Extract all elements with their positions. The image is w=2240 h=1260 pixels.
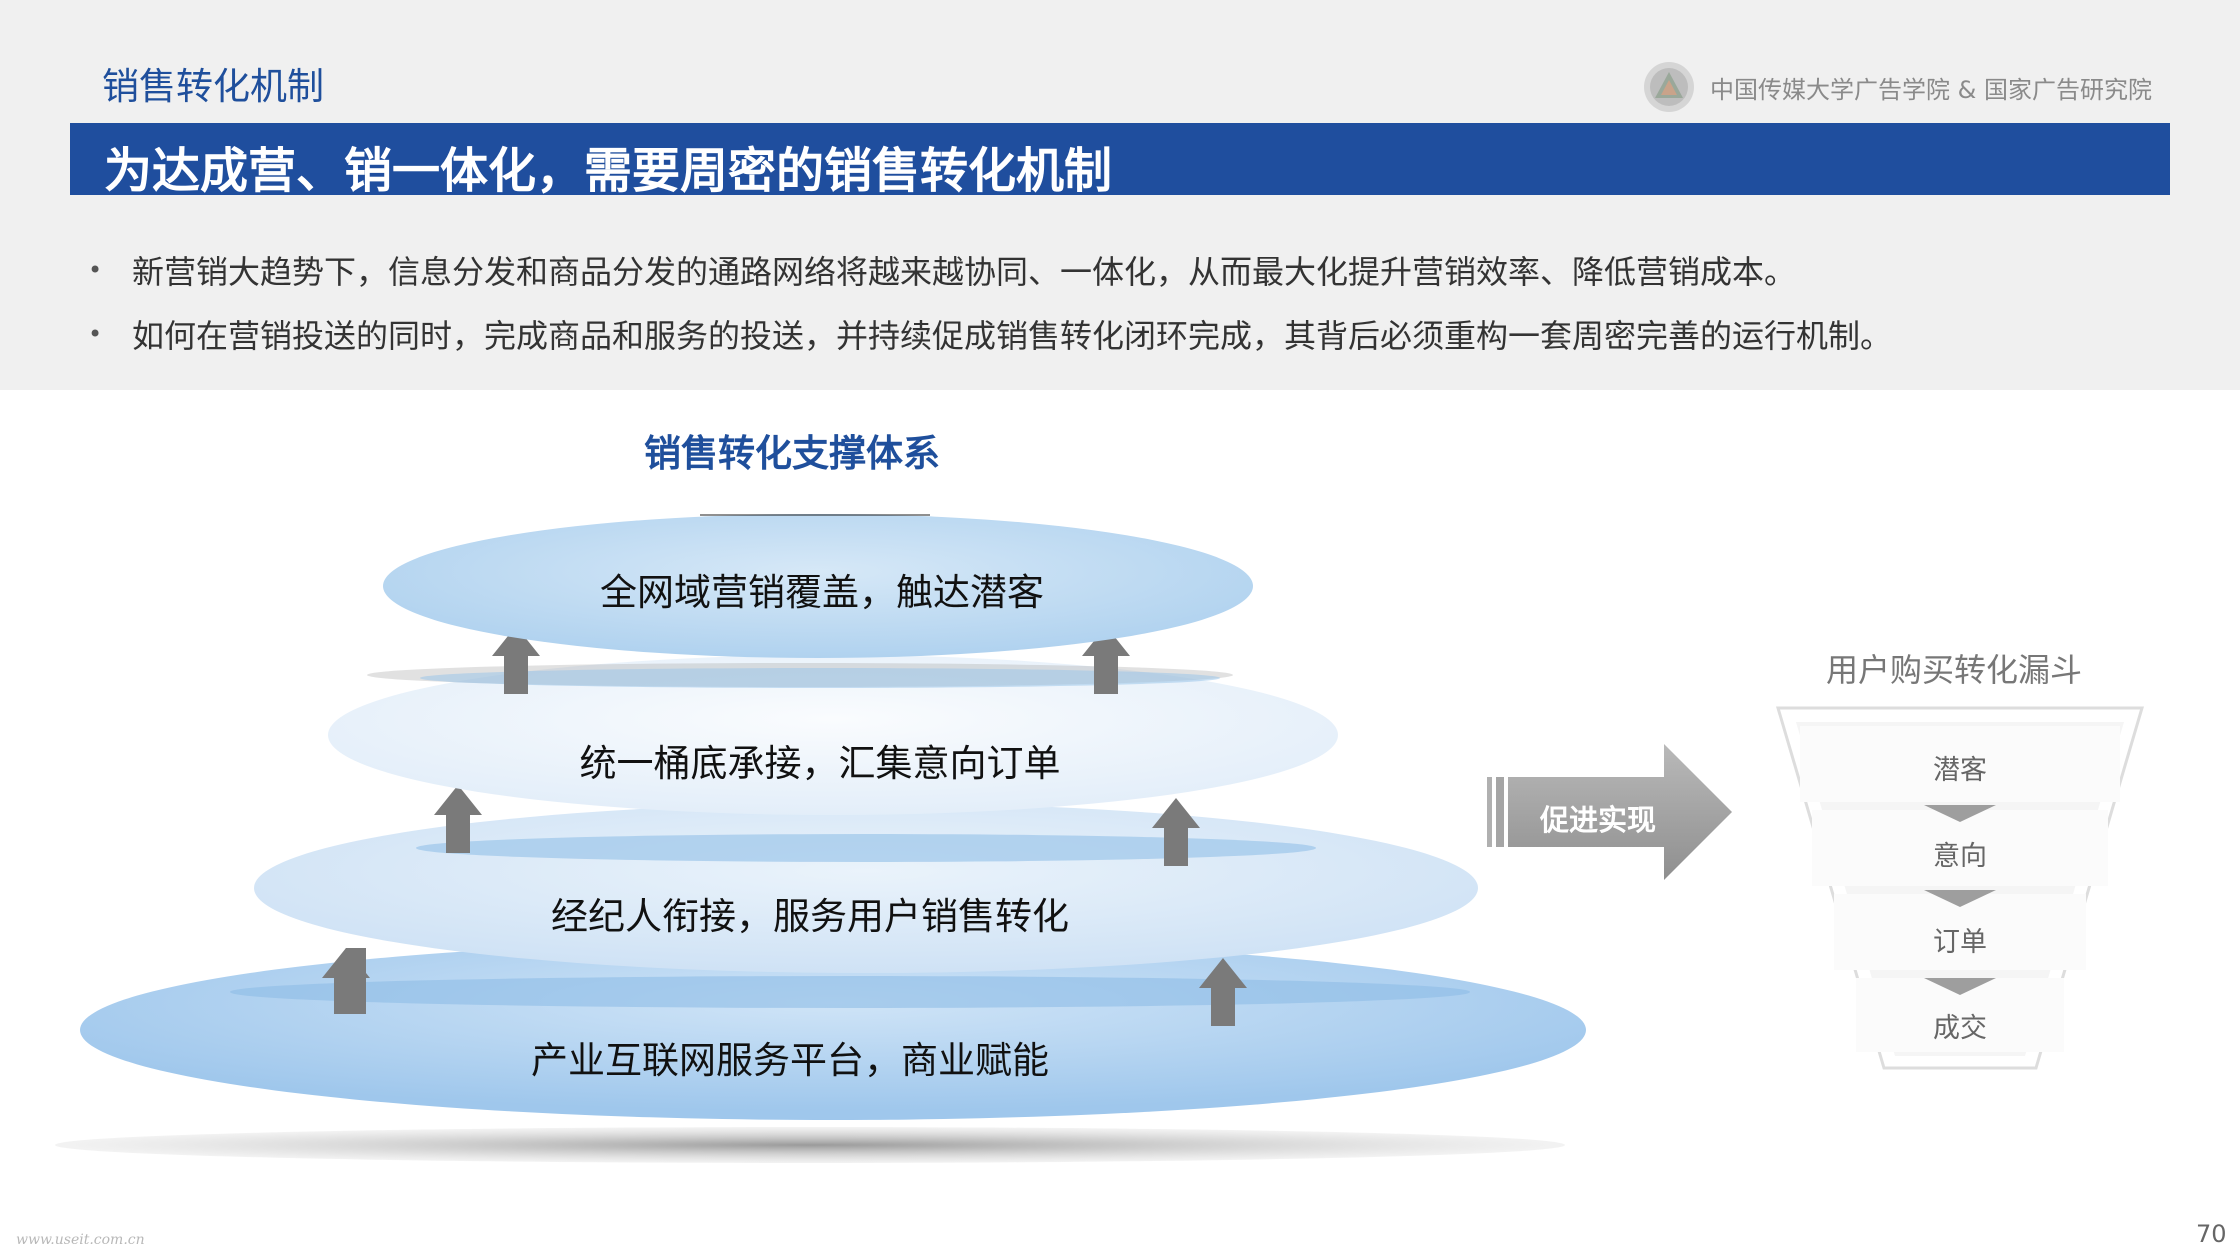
funnel-stage-row	[1800, 726, 2120, 802]
section-title: 销售转化机制	[102, 65, 324, 108]
funnel-stage-prospect: 潜客	[1933, 755, 1987, 786]
layer-label-coverage: 全网域营销覆盖，触达潜客	[600, 571, 1044, 614]
bullet-list: • 新营销大趋势下，信息分发和商品分发的通路网络将越来越协同、一体化，从而最大化…	[88, 238, 2188, 366]
page-number: 70	[2196, 1220, 2227, 1248]
layer-label-broker: 经纪人衔接，服务用户销售转化	[551, 895, 1069, 938]
diagram-title: 销售转化支撑体系	[644, 432, 940, 475]
arrow-up-icon	[492, 626, 540, 694]
arrow-up-icon	[322, 948, 370, 1014]
header-band	[0, 0, 2240, 390]
organization-name: 中国传媒大学广告学院 & 国家广告研究院	[1710, 75, 2152, 104]
title-bar: 为达成营、销一体化，需要周密的销售转化机制	[70, 123, 2170, 199]
bullet-text: 新营销大趋势下，信息分发和商品分发的通路网络将越来越协同、一体化，从而最大化提升…	[132, 253, 1797, 291]
promote-arrow-icon	[1508, 744, 1732, 880]
layer-coverage	[383, 514, 1253, 658]
bullet-text: 如何在营销投送的同时，完成商品和服务的投送，并持续促成销售转化闭环完成，其背后必…	[132, 317, 1893, 355]
funnel-stage-intent: 意向	[1933, 841, 1987, 872]
bullet-dot-icon: •	[88, 320, 103, 348]
list-item: • 新营销大趋势下，信息分发和商品分发的通路网络将越来越协同、一体化，从而最大化…	[88, 238, 2188, 302]
funnel-down-chevron-icon	[1924, 890, 1996, 907]
layer-label-platform: 产业互联网服务平台，商业赋能	[531, 1039, 1049, 1082]
support-system-diagram	[55, 514, 2145, 1163]
bullet-dot-icon: •	[88, 256, 103, 284]
arrow-up-icon	[1082, 626, 1130, 694]
organization-brand: 中国传媒大学广告学院 & 国家广告研究院	[1642, 60, 2152, 114]
funnel-title: 用户购买转化漏斗	[1826, 651, 2083, 689]
watermark: www.useit.com.cn	[16, 1232, 145, 1248]
arrow-up-icon	[1199, 958, 1247, 1026]
funnel-stage-row	[1812, 810, 2108, 886]
arrow-tail-stripe	[1487, 777, 1492, 847]
funnel-down-chevron-icon	[1924, 805, 1996, 822]
funnel-stage-deal: 成交	[1933, 1013, 1987, 1044]
layer-bucket-band	[420, 668, 1220, 688]
university-logo-icon	[1644, 62, 1694, 112]
ground-shadow	[55, 1127, 1565, 1163]
arrow-up-icon	[434, 785, 482, 853]
funnel-inner	[1796, 722, 2124, 1056]
layer-bucket	[328, 655, 1338, 815]
promote-arrow-label: 促进实现	[1540, 803, 1657, 837]
arrow-up-icon	[1152, 798, 1200, 866]
layer-platform-band	[230, 976, 1470, 1008]
funnel-down-chevron-icon	[1924, 978, 1996, 995]
layer-broker-band	[416, 834, 1316, 862]
list-item: • 如何在营销投送的同时，完成商品和服务的投送，并持续促成销售转化闭环完成，其背…	[88, 302, 2188, 366]
funnel-stage-order: 订单	[1933, 927, 1987, 958]
layer-label-bucket: 统一桶底承接，汇集意向订单	[579, 742, 1061, 785]
page-title: 为达成营、销一体化，需要周密的销售转化机制	[104, 143, 1113, 199]
arrow-tail-stripe	[1496, 777, 1504, 847]
